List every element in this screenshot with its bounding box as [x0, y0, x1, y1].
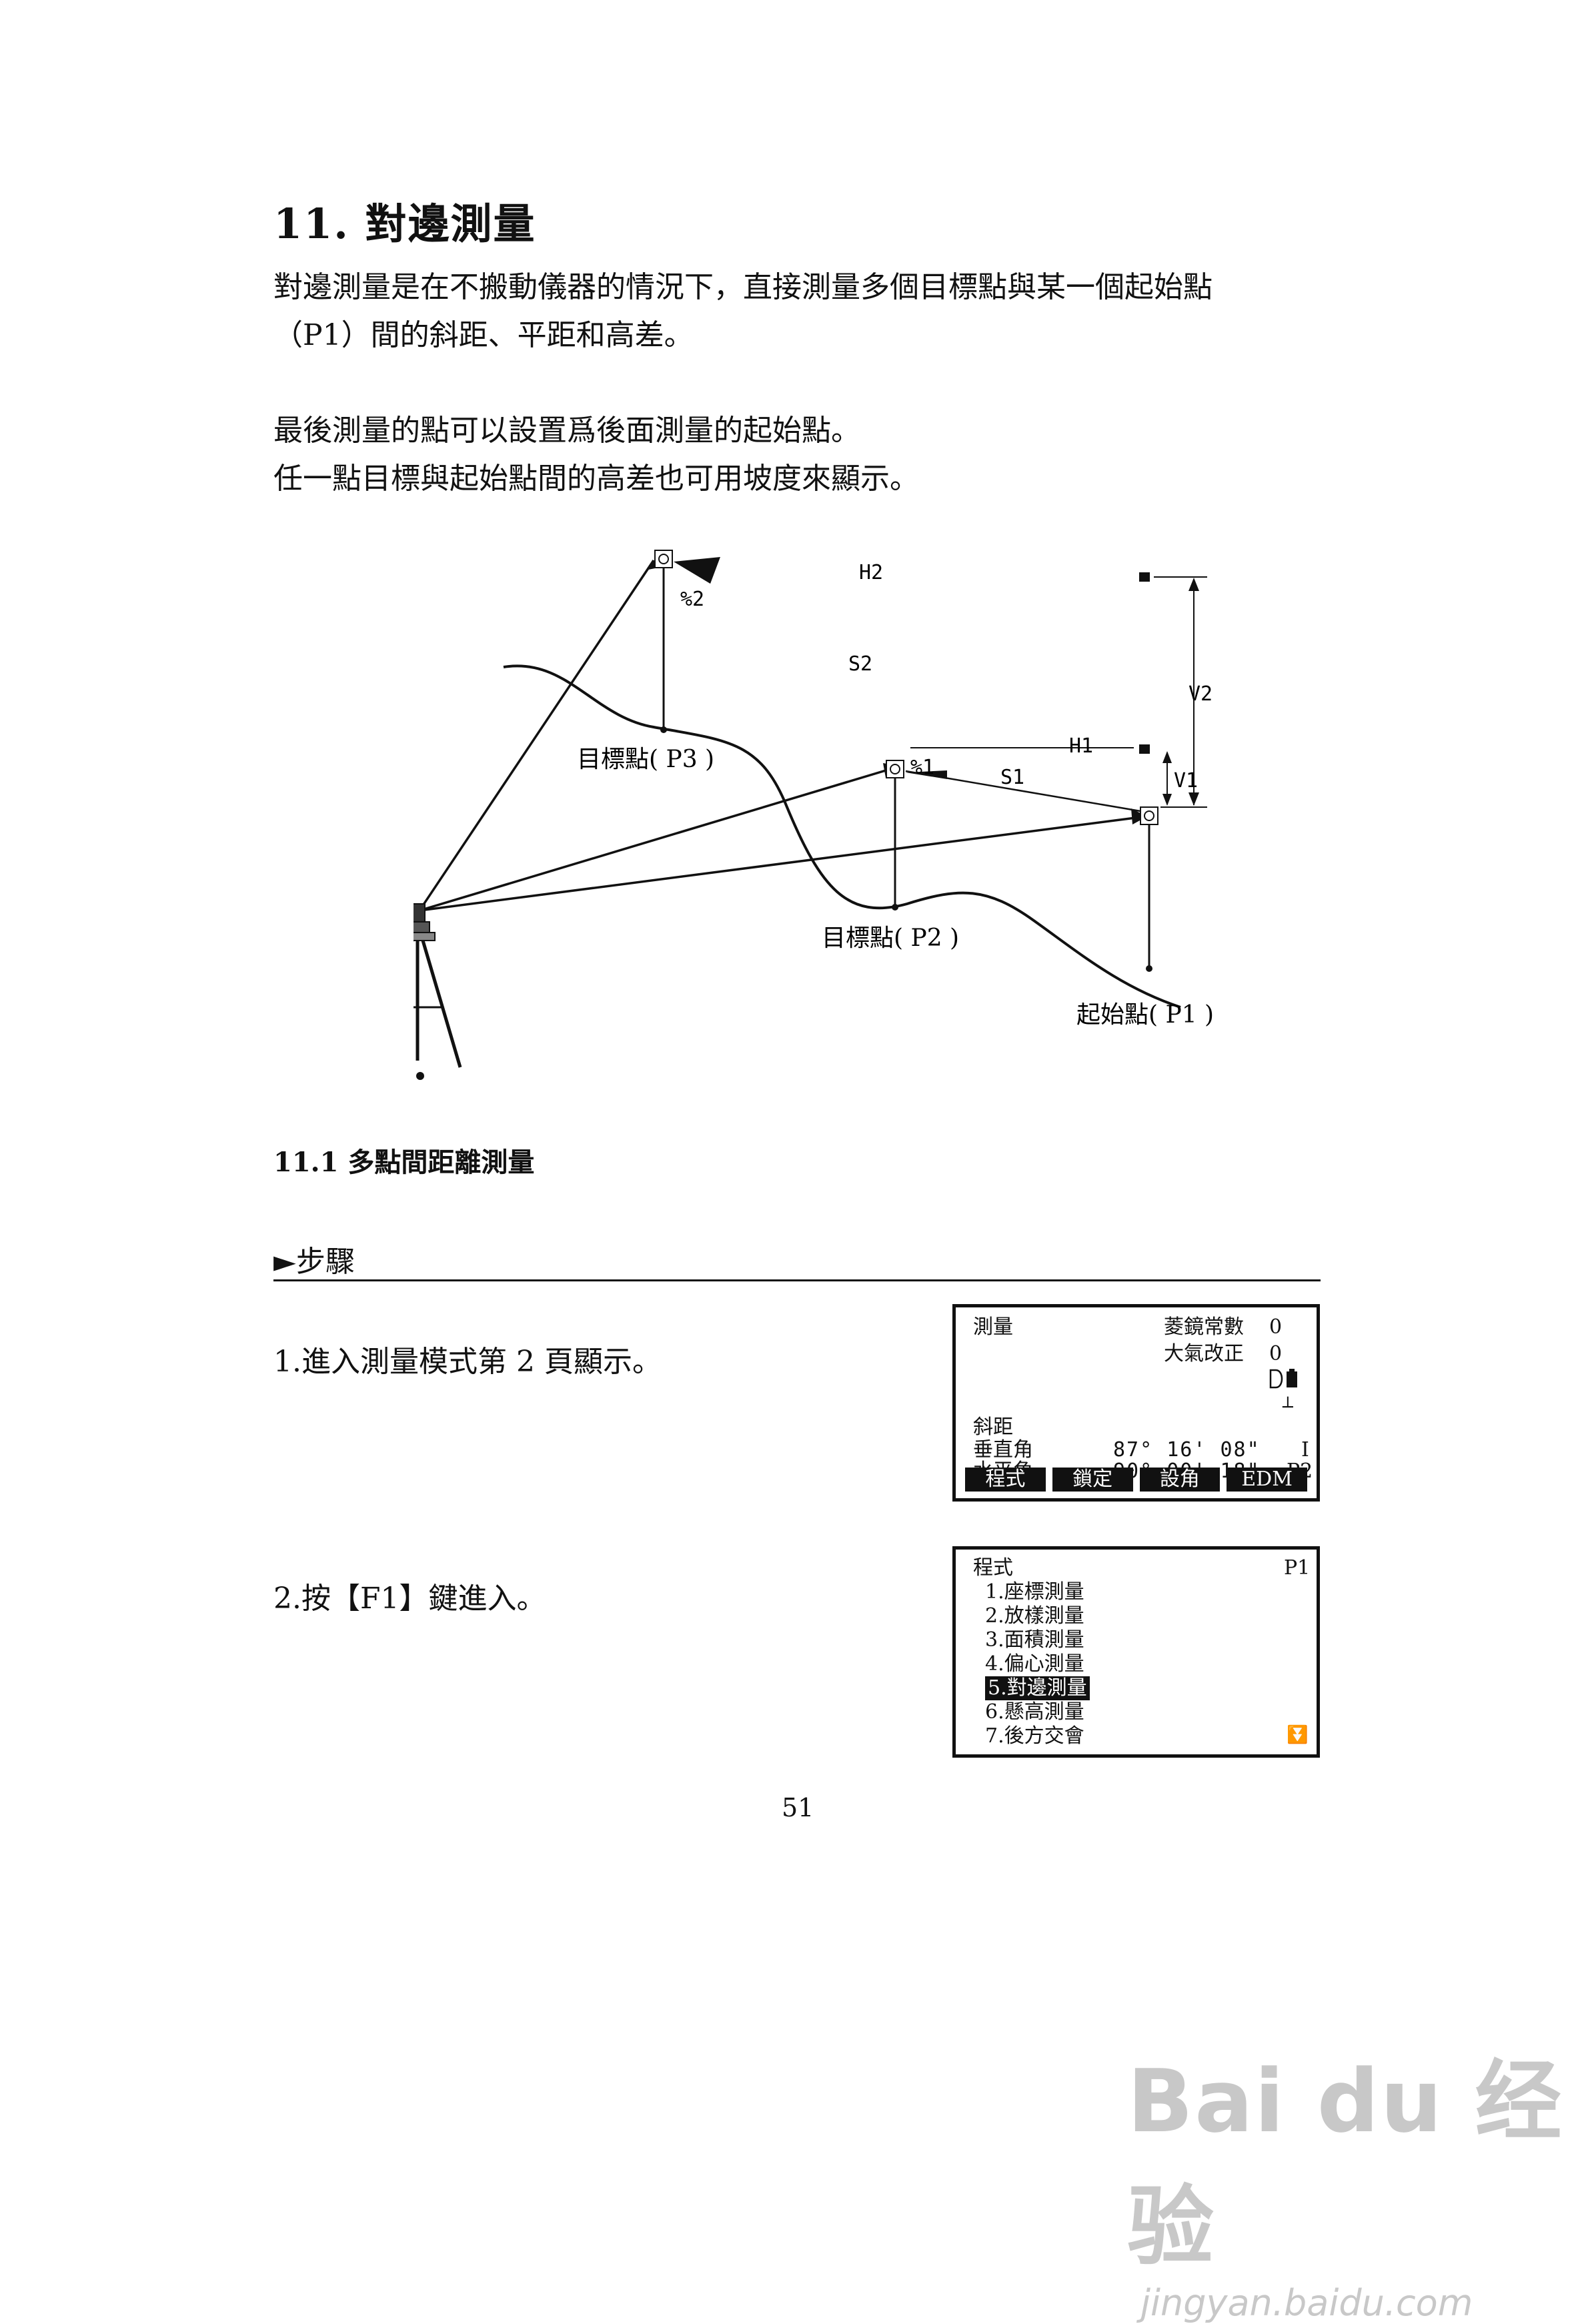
- menu-item-coordinate[interactable]: 1.座標測量: [985, 1580, 1084, 1604]
- label-p1: 起始點( P1 ): [1076, 1001, 1214, 1029]
- label-pct2: %2: [680, 588, 704, 611]
- label-v2: V2: [1188, 682, 1213, 706]
- label-h2: H2: [859, 561, 883, 584]
- intro-line-2: （P1）間的斜距、平距和高差。: [273, 318, 694, 352]
- softkey-bar: 程式 鎖定 設角 EDM: [965, 1468, 1307, 1492]
- screen1-title: 測量: [973, 1315, 1013, 1339]
- page-number: 51: [782, 1793, 814, 1822]
- intro-paragraph: 對邊測量是在不搬動儀器的情況下，直接測量多個目標點與某一個起始點 （P1）間的斜…: [273, 263, 1213, 360]
- subsection-heading: 11.1 多點間距離測量: [273, 1147, 535, 1178]
- station-point: [416, 1072, 424, 1080]
- note-paragraph: 最後測量的點可以設置爲後面測量的起始點。 任一點目標與起始點間的高差也可用坡度來…: [273, 407, 919, 503]
- vertical-angle-value: 87° 16' 08": [1113, 1438, 1261, 1462]
- remote-distance-diagram: H2 S2 V2 H1 V1 S1 %2 %1 目標點( P3 ) 目標點( P…: [414, 550, 1214, 1080]
- v2-arrow-top: [1188, 578, 1199, 591]
- total-station-icon: [414, 903, 436, 941]
- s1-line: [905, 770, 1141, 812]
- ground-point-p1: [1146, 965, 1152, 972]
- menu-item-area[interactable]: 3.面積測量: [985, 1628, 1084, 1652]
- atm-correction-label: 大氣改正: [1164, 1342, 1244, 1365]
- v2-dimension: [1154, 576, 1207, 808]
- intro-line-1: 對邊測量是在不搬動儀器的情況下，直接測量多個目標點與某一個起始點: [273, 270, 1213, 304]
- v1-arrow-bottom: [1162, 794, 1172, 806]
- step-1-text: 1.進入測量模式第 2 頁顯示。: [273, 1345, 662, 1379]
- prism-p2: [886, 760, 904, 778]
- menu-item-resection[interactable]: 7.後方交會: [985, 1724, 1084, 1748]
- menu-item-offset[interactable]: 4.偏心測量: [985, 1652, 1084, 1676]
- sight-line-p1: [419, 816, 1141, 912]
- vertical-angle-flag: I: [1301, 1438, 1309, 1462]
- terrain-curve: [503, 664, 1181, 1009]
- label-pct1: %1: [910, 756, 934, 779]
- vertical-angle-label: 垂直角: [973, 1438, 1033, 1462]
- scroll-down-icon[interactable]: ⏬: [1287, 1725, 1309, 1745]
- steps-heading: ►步驟: [273, 1245, 355, 1279]
- atm-correction-value: 0: [1269, 1342, 1283, 1365]
- prism-poles: [662, 567, 1150, 967]
- v2-arrow-bottom: [1188, 792, 1199, 806]
- ground-point-p3: [660, 726, 667, 733]
- prism-p1: [1140, 806, 1158, 825]
- label-p2: 目標點( P2 ): [822, 925, 959, 952]
- label-v1: V1: [1174, 769, 1198, 792]
- program-menu-screen: 程式 P1 1.座標測量 2.放樣測量 3.面積測量 4.偏心測量 5.對邊測量…: [952, 1546, 1320, 1758]
- note-line-2: 任一點目標與起始點間的高差也可用坡度來顯示。: [273, 462, 919, 496]
- tilt-icon: ┴: [1283, 1397, 1293, 1417]
- prism-constant-value: 0: [1269, 1315, 1283, 1339]
- marker-h2: [1139, 572, 1150, 582]
- label-h1: H1: [1069, 734, 1093, 758]
- slope-wedge-2: [674, 557, 720, 584]
- menu-item-remote-distance[interactable]: 5.對邊測量: [985, 1676, 1090, 1700]
- v1-arrow-top: [1162, 751, 1172, 763]
- marker-h1: [1139, 744, 1150, 754]
- menu-item-remote-height[interactable]: 6.懸高測量: [985, 1700, 1084, 1724]
- watermark-logo-text: Bai du 经验: [1127, 2051, 1563, 2277]
- steps-divider: [273, 1279, 1321, 1281]
- arrowhead-p1: [1131, 808, 1147, 824]
- softkey-f4-edm[interactable]: EDM: [1227, 1468, 1307, 1492]
- measure-screen: 測量 菱鏡常數 0 大氣改正 0 ┴ 斜距 垂直角 87° 16' 08" I …: [952, 1304, 1320, 1502]
- softkey-f3-set-angle[interactable]: 設角: [1139, 1468, 1221, 1492]
- battery-icon: [1269, 1369, 1297, 1389]
- label-s2: S2: [848, 652, 872, 676]
- softkey-f1-program[interactable]: 程式: [965, 1468, 1046, 1492]
- note-line-1: 最後測量的點可以設置爲後面測量的起始點。: [273, 414, 860, 448]
- section-heading: 11. 對邊測量: [273, 199, 536, 248]
- watermark-url: jingyan.baidu.com: [1140, 2282, 1473, 2324]
- prism-p3: [654, 550, 673, 568]
- screen2-page-indicator: P1: [1284, 1556, 1311, 1580]
- menu-item-stakeout[interactable]: 2.放樣測量: [985, 1604, 1084, 1628]
- sight-lines: [418, 560, 1141, 912]
- softkey-f2-lock[interactable]: 鎖定: [1052, 1468, 1133, 1492]
- label-s1: S1: [1000, 766, 1024, 789]
- screen2-title: 程式: [973, 1556, 1013, 1580]
- sight-line-p3: [418, 560, 655, 911]
- label-p3: 目標點( P3 ): [577, 746, 714, 773]
- sight-line-p2: [419, 767, 893, 912]
- tripod-icon: [414, 940, 462, 1068]
- prism-constant-label: 菱鏡常數: [1164, 1315, 1244, 1339]
- step-2-text: 2.按【F1】鍵進入。: [273, 1582, 546, 1616]
- slope-distance-label: 斜距: [973, 1415, 1013, 1439]
- ground-point-p2: [892, 904, 898, 911]
- baidu-watermark-logo: Bai du 经验 jingyan.baidu.com: [1127, 2031, 1588, 2324]
